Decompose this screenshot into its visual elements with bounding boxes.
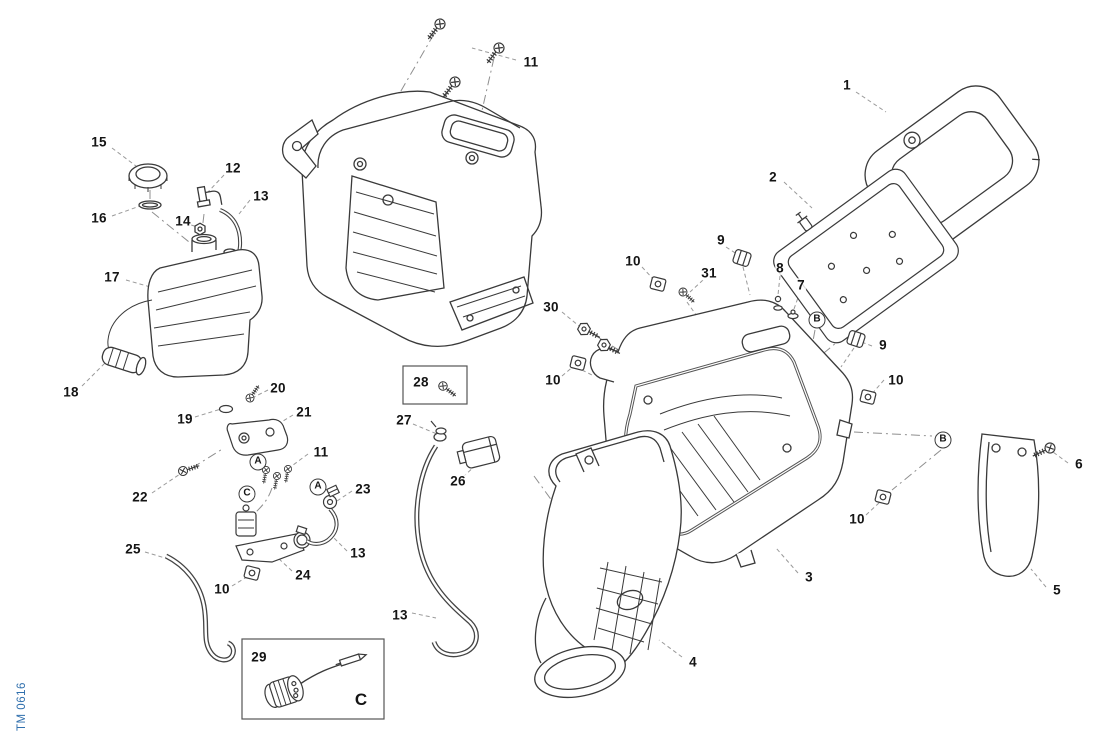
callout-10: 10 <box>887 372 905 388</box>
right-fasteners <box>569 248 892 506</box>
callout-11: 11 <box>312 444 330 460</box>
callout-5: 5 <box>1052 582 1062 598</box>
callout-14: 14 <box>174 213 192 229</box>
part-4-intake-duct-art <box>534 430 682 698</box>
callout-9: 9 <box>878 337 888 353</box>
callout-22: 22 <box>131 489 149 505</box>
callout-20: 20 <box>269 380 287 396</box>
callout-30: 30 <box>542 299 560 315</box>
callout-28: 28 <box>412 374 430 390</box>
callout-9: 9 <box>716 232 726 248</box>
inset-view-label: C <box>354 690 368 709</box>
hoses-art <box>164 420 501 663</box>
ref-circle-A: A <box>249 453 267 471</box>
callout-31: 31 <box>700 265 718 281</box>
callout-4: 4 <box>688 654 698 670</box>
part-2-plate-art <box>773 168 959 344</box>
ref-circle-A: A <box>309 478 327 496</box>
callout-26: 26 <box>449 473 467 489</box>
callout-21: 21 <box>295 404 313 420</box>
callout-10: 10 <box>213 581 231 597</box>
callout-12: 12 <box>224 160 242 176</box>
callout-11: 11 <box>522 54 540 70</box>
callout-6: 6 <box>1074 456 1084 472</box>
oil-tank-assembly-art <box>101 163 263 378</box>
callout-29: 29 <box>250 649 268 665</box>
document-code: TM 0616 <box>16 682 28 731</box>
airbox-rear-half-art <box>281 90 543 347</box>
callout-16: 16 <box>90 210 108 226</box>
ref-circle-B: B <box>934 431 952 449</box>
ref-circle-C: C <box>238 485 256 503</box>
callout-18: 18 <box>62 384 80 400</box>
callout-3: 3 <box>804 569 814 585</box>
callout-25: 25 <box>124 541 142 557</box>
callout-8: 8 <box>775 260 785 276</box>
callout-7: 7 <box>796 277 806 293</box>
callout-13: 13 <box>391 607 409 623</box>
callout-10: 10 <box>848 511 866 527</box>
callout-2: 2 <box>768 169 778 185</box>
callout-15: 15 <box>90 134 108 150</box>
callout-10: 10 <box>544 372 562 388</box>
inset-box-29 <box>241 638 385 720</box>
callout-19: 19 <box>176 411 194 427</box>
callout-10: 10 <box>624 253 642 269</box>
callout-27: 27 <box>395 412 413 428</box>
callout-17: 17 <box>103 269 121 285</box>
bracket-assembly-art <box>176 382 341 582</box>
callout-24: 24 <box>294 567 312 583</box>
callout-13: 13 <box>252 188 270 204</box>
callout-23: 23 <box>354 481 372 497</box>
callout-1: 1 <box>842 77 852 93</box>
ref-circle-B: B <box>808 311 826 329</box>
part-5-flap-art <box>977 433 1040 577</box>
callout-13: 13 <box>349 545 367 561</box>
